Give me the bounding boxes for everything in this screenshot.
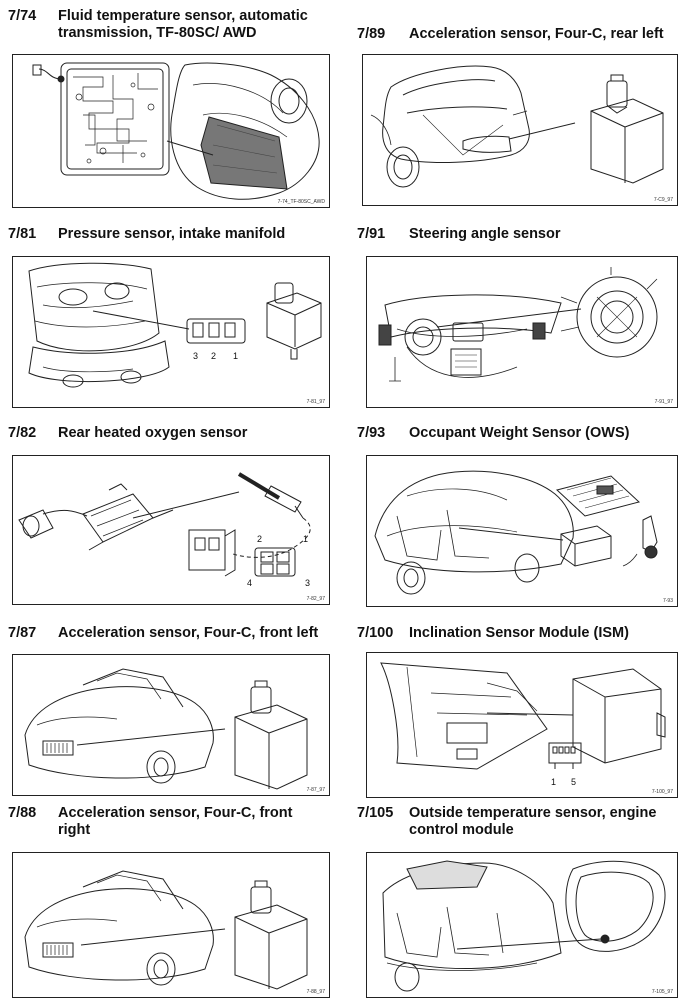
entry-title-line-1: Fluid temperature sensor, automatic	[58, 8, 308, 24]
entry-title-line-1: Outside temperature sensor, engine	[409, 805, 657, 821]
entry-title-line-1: Acceleration sensor, Four-C, rear left	[409, 26, 664, 42]
entry-title-line-1: Inclination Sensor Module (ISM)	[409, 625, 629, 641]
pin-label-1: 1	[303, 534, 308, 544]
pin-label-2: 2	[211, 351, 216, 361]
pin-label-3: 3	[305, 578, 310, 588]
entry-number: 7/89	[357, 26, 386, 42]
entry-title-line-1: Rear heated oxygen sensor	[58, 425, 248, 441]
entry-title-line-2: transmission, TF-80SC/ AWD	[58, 25, 257, 41]
entry-number: 7/87	[8, 625, 37, 641]
entry-title-line-1: Acceleration sensor, Four-C, front	[58, 805, 293, 821]
illustration-acceleration-sensor-front-left: 7-87_97	[12, 654, 330, 796]
figure-code: 7-81_97	[306, 399, 325, 405]
figure-code: 7-91_97	[654, 399, 673, 405]
illustration-acceleration-sensor-front-right: 7-88_97	[12, 852, 330, 998]
entry-number: 7/88	[8, 805, 37, 821]
entry-number: 7/100	[357, 625, 394, 641]
pin-label-3: 3	[193, 351, 198, 361]
pin-label-1: 1	[551, 777, 556, 787]
illustration-pressure-sensor-intake: 3 2 1 7-81_97	[12, 256, 330, 408]
entry-number: 7/93	[357, 425, 386, 441]
pin-label-5: 5	[571, 777, 576, 787]
pin-label-1: 1	[233, 351, 238, 361]
pin-label-2: 2	[257, 534, 262, 544]
illustration-acceleration-sensor-rear-left: 7-C9_97	[362, 54, 678, 206]
entry-number: 7/82	[8, 425, 37, 441]
entry-number: 7/81	[8, 226, 37, 242]
entry-number: 7/74	[8, 8, 37, 24]
entry-title-line-1: Steering angle sensor	[409, 226, 561, 242]
illustration-steering-angle-sensor: 7-91_97	[366, 256, 678, 408]
entry-title-line-1: Acceleration sensor, Four-C, front left	[58, 625, 319, 641]
illustration-fluid-temperature-sensor: 7-74_TF-80SC_AWD	[12, 54, 330, 208]
figure-code: 7-74_TF-80SC_AWD	[277, 199, 325, 205]
entry-number: 7/105	[357, 805, 394, 821]
illustration-rear-heated-oxygen-sensor: 2 1 4 3 7-82_97	[12, 455, 330, 605]
figure-code: 7-93	[662, 598, 673, 604]
entry-title-line-2: control module	[409, 822, 514, 838]
illustration-inclination-sensor-module: 1 5 7-100_97	[366, 652, 678, 798]
figure-code: 7-100_97	[651, 789, 673, 795]
illustration-occupant-weight-sensor: 7-93	[366, 455, 678, 607]
figure-code: 7-88_97	[306, 989, 325, 995]
figure-code: 7-C9_97	[653, 197, 673, 203]
pin-label-4: 4	[247, 578, 252, 588]
figure-code: 7-87_97	[306, 787, 325, 793]
entry-title-line-2: right	[58, 822, 91, 838]
figure-code: 7-105_97	[651, 989, 673, 995]
figure-code: 7-82_97	[306, 596, 325, 602]
illustration-outside-temperature-sensor: 7-105_97	[366, 852, 678, 998]
entry-title-line-1: Pressure sensor, intake manifold	[58, 226, 286, 242]
entry-number: 7/91	[357, 226, 386, 242]
entry-title-line-1: Occupant Weight Sensor (OWS)	[409, 425, 630, 441]
